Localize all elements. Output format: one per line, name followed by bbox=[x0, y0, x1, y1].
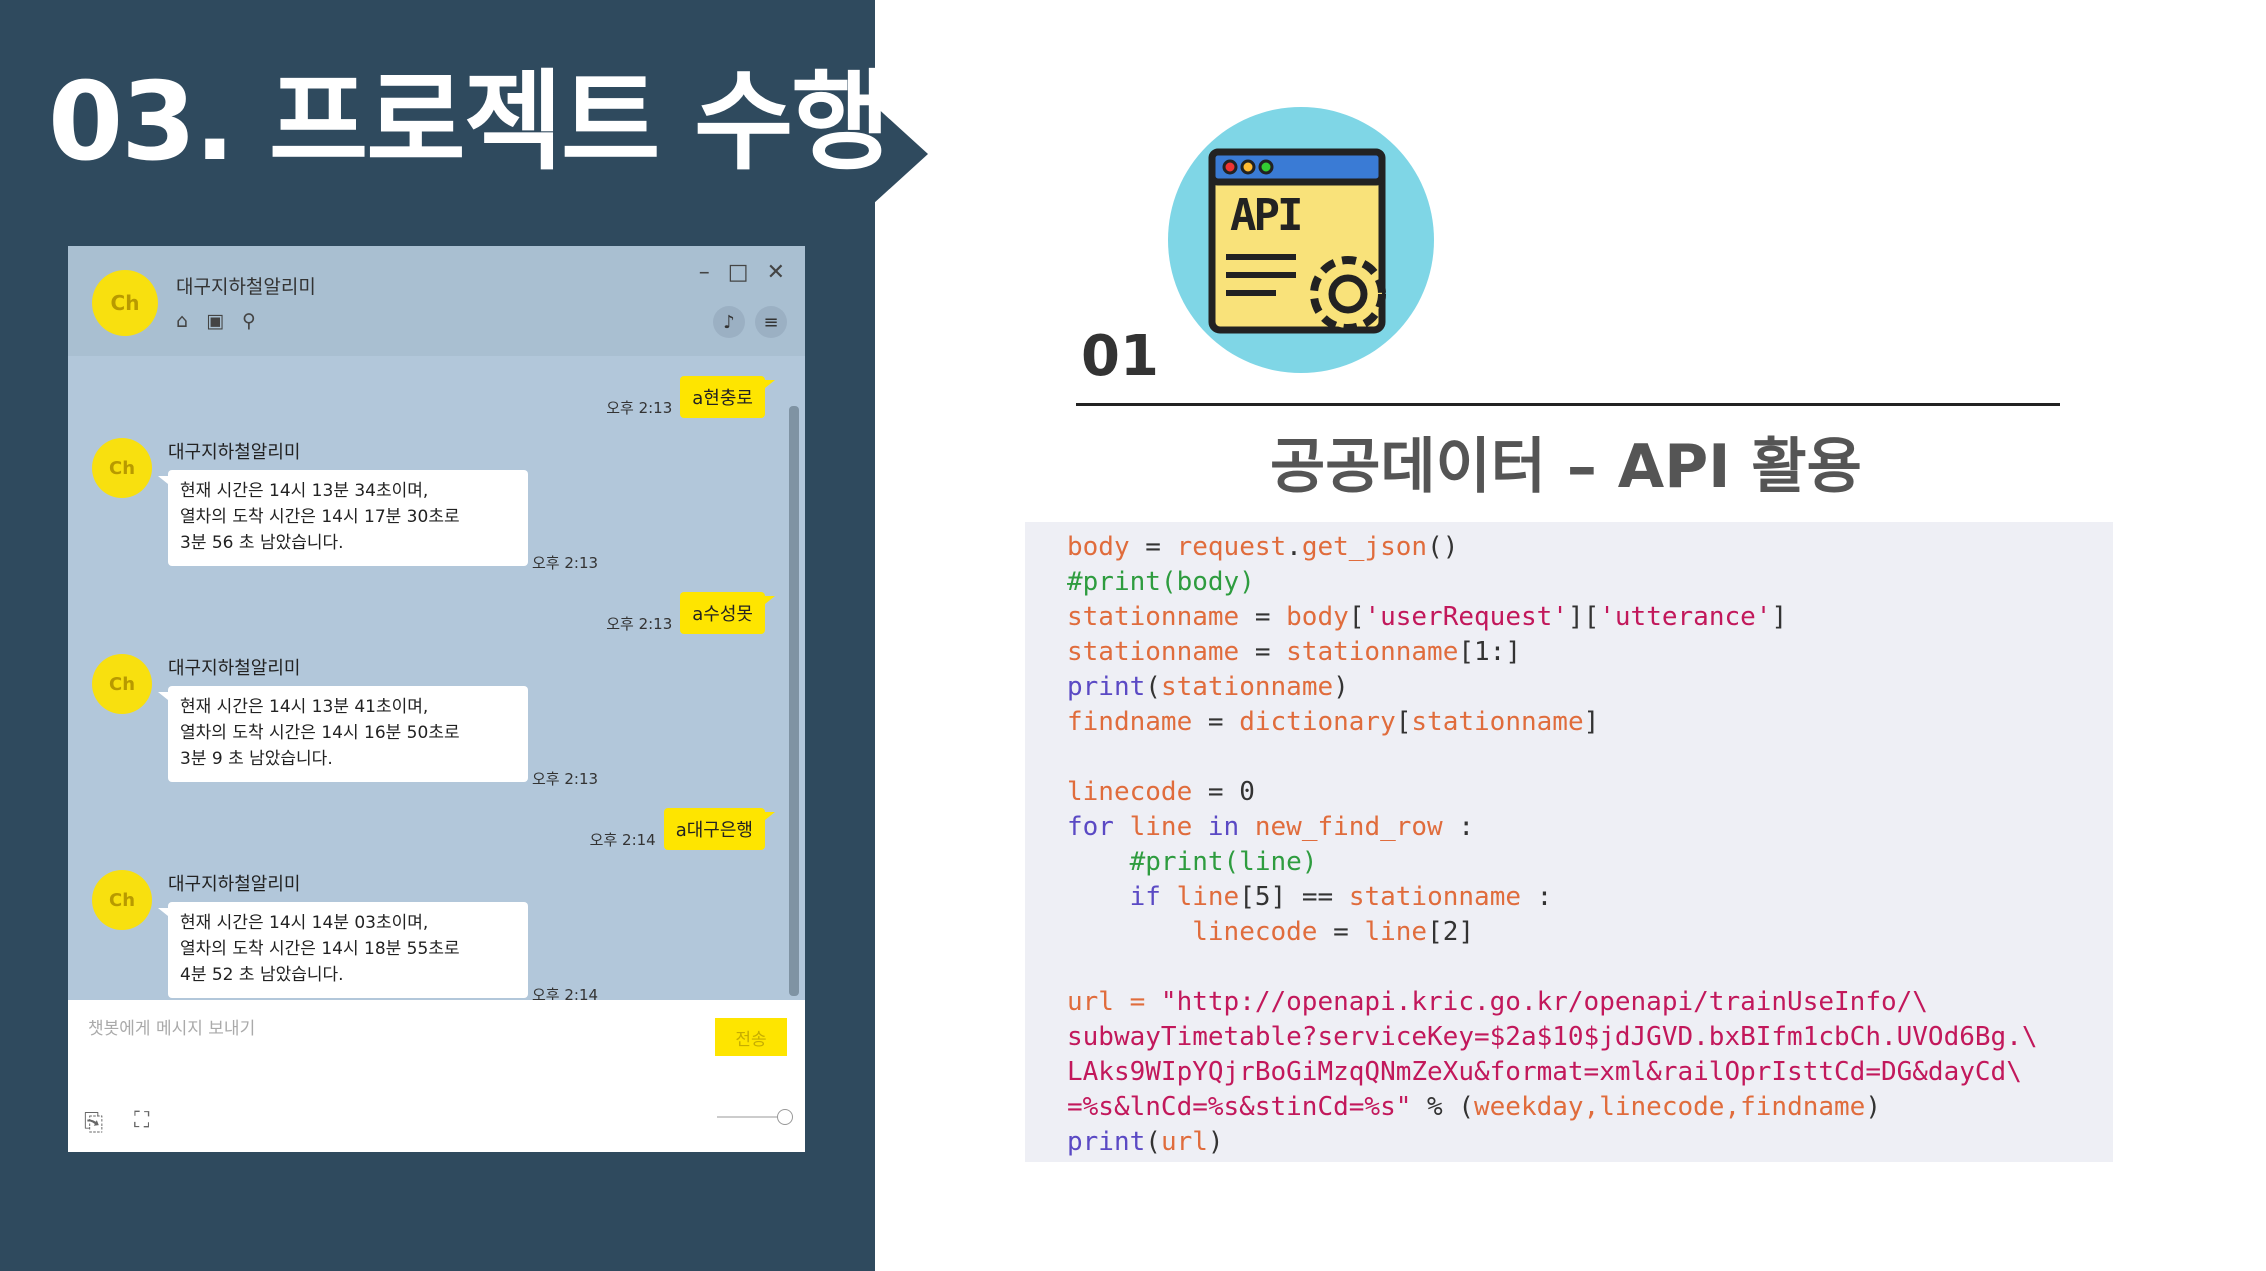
opacity-slider[interactable] bbox=[717, 1109, 793, 1125]
send-button[interactable]: 전송 bbox=[715, 1018, 787, 1056]
slide-title: 03. 프로젝트 수행 bbox=[48, 60, 891, 185]
message-time: 오후 2:13 bbox=[606, 615, 673, 633]
code-line: LAks9WIpYQjrBoGiMzqQNmZeXu&format=xml&ra… bbox=[1067, 1057, 2022, 1087]
menu-icon[interactable]: ≡ bbox=[755, 306, 787, 338]
code-line: print(url) bbox=[1067, 1127, 1224, 1157]
maximize-icon[interactable]: □ bbox=[727, 260, 749, 285]
message-time: 오후 2:14 bbox=[589, 831, 656, 849]
code-line: stationname = stationname[1:] bbox=[1067, 637, 1521, 667]
home-icon[interactable]: ⌂ bbox=[176, 310, 189, 332]
channel-logo: Ch bbox=[92, 270, 158, 336]
message-in: Ch 대구지하철알리미 현재 시간은 14시 14분 03초이며, 열차의 도착… bbox=[92, 870, 692, 1050]
code-line: if line[5] == stationname : bbox=[1129, 882, 1553, 912]
chat-header: Ch 대구지하철알리미 ⌂ ▣ ⚲ – □ ✕ ♪ ≡ bbox=[68, 246, 805, 356]
section-title: 공공데이터 – API 활용 bbox=[1270, 432, 1862, 502]
close-icon[interactable]: ✕ bbox=[766, 260, 785, 285]
message-bubble[interactable]: 현재 시간은 14시 14분 03초이며, 열차의 도착 시간은 14시 18분… bbox=[158, 902, 528, 998]
message-bubble[interactable]: a대구은행 bbox=[663, 808, 776, 850]
search-icon[interactable]: ⚲ bbox=[242, 310, 256, 332]
bell-icon[interactable]: ♪ bbox=[713, 306, 745, 338]
api-window-gear-icon bbox=[1208, 148, 1386, 334]
attach-icon[interactable]: ⎘ bbox=[84, 1108, 104, 1136]
title-arrow bbox=[873, 104, 928, 204]
code-line bbox=[1067, 740, 2038, 775]
message-bubble[interactable]: 현재 시간은 14시 13분 34초이며, 열차의 도착 시간은 14시 17분… bbox=[158, 470, 528, 566]
sender-name: 대구지하철알리미 bbox=[168, 874, 301, 895]
message-out: 오후 2:14 a대구은행 bbox=[589, 808, 776, 850]
capture-icon[interactable]: ⛶ bbox=[134, 1108, 150, 1133]
code-line: print(stationname) bbox=[1067, 672, 1349, 702]
message-out: 오후 2:13 a현충로 bbox=[606, 376, 775, 418]
message-bubble[interactable]: 현재 시간은 14시 13분 41초이며, 열차의 도착 시간은 14시 16분… bbox=[158, 686, 528, 782]
message-input-area[interactable]: 챗봇에게 메시지 보내기 전송 ⎘ ⛶ bbox=[68, 1000, 805, 1152]
code-line: body = request.get_json() bbox=[1067, 532, 1459, 562]
code-line: linecode = line[2] bbox=[1192, 917, 1475, 947]
code-line: subwayTimetable?serviceKey=$2a$10$jdJGVD… bbox=[1067, 1022, 2038, 1052]
chat-title: 대구지하철알리미 bbox=[176, 276, 316, 298]
message-in: Ch 대구지하철알리미 현재 시간은 14시 13분 34초이며, 열차의 도착… bbox=[92, 438, 692, 618]
code-line: for line in new_find_row : bbox=[1067, 812, 1475, 842]
message-time: 오후 2:13 bbox=[606, 399, 673, 417]
message-input[interactable]: 챗봇에게 메시지 보내기 bbox=[88, 1019, 256, 1039]
code-line bbox=[1067, 950, 2038, 985]
message-in: Ch 대구지하철알리미 현재 시간은 14시 13분 41초이며, 열차의 도착… bbox=[92, 654, 692, 834]
message-bubble[interactable]: a수성못 bbox=[680, 592, 775, 634]
message-time: 오후 2:14 bbox=[532, 986, 599, 1004]
code-text: body = request.get_json() #print(body) sta… bbox=[1067, 530, 2038, 1160]
code-line: url = "http://openapi.kric.go.kr/openapi… bbox=[1067, 987, 1928, 1017]
slider-handle[interactable] bbox=[777, 1109, 793, 1125]
api-label: API bbox=[1230, 190, 1304, 241]
bot-avatar[interactable]: Ch bbox=[92, 870, 152, 930]
code-line: findname = dictionary[stationname] bbox=[1067, 707, 1600, 737]
minimize-icon[interactable]: – bbox=[698, 260, 710, 285]
message-time: 오후 2:13 bbox=[532, 770, 599, 788]
inbox-icon[interactable]: ▣ bbox=[206, 310, 225, 332]
chat-scrollbar[interactable] bbox=[789, 406, 799, 996]
code-line: =%s&lnCd=%s&stinCd=%s" % (weekday,lineco… bbox=[1067, 1092, 1881, 1122]
code-line: #print(body) bbox=[1067, 567, 1255, 597]
sender-name: 대구지하철알리미 bbox=[168, 658, 301, 679]
divider bbox=[1076, 403, 2060, 406]
code-line: stationname = body['userRequest']['utter… bbox=[1067, 602, 1788, 632]
message-bubble[interactable]: a현충로 bbox=[680, 376, 775, 418]
bot-avatar[interactable]: Ch bbox=[92, 654, 152, 714]
step-number: 01 bbox=[1081, 324, 1159, 389]
sender-name: 대구지하철알리미 bbox=[168, 442, 301, 463]
code-block: body = request.get_json() #print(body) sta… bbox=[1025, 522, 2113, 1162]
chat-window: Ch 대구지하철알리미 ⌂ ▣ ⚲ – □ ✕ ♪ ≡ 오후 2:13 a현충로… bbox=[68, 246, 805, 1152]
message-out: 오후 2:13 a수성못 bbox=[606, 592, 775, 634]
code-line: #print(line) bbox=[1067, 847, 1318, 877]
code-line: linecode = 0 bbox=[1067, 777, 1255, 807]
bot-avatar[interactable]: Ch bbox=[92, 438, 152, 498]
message-time: 오후 2:13 bbox=[532, 554, 599, 572]
